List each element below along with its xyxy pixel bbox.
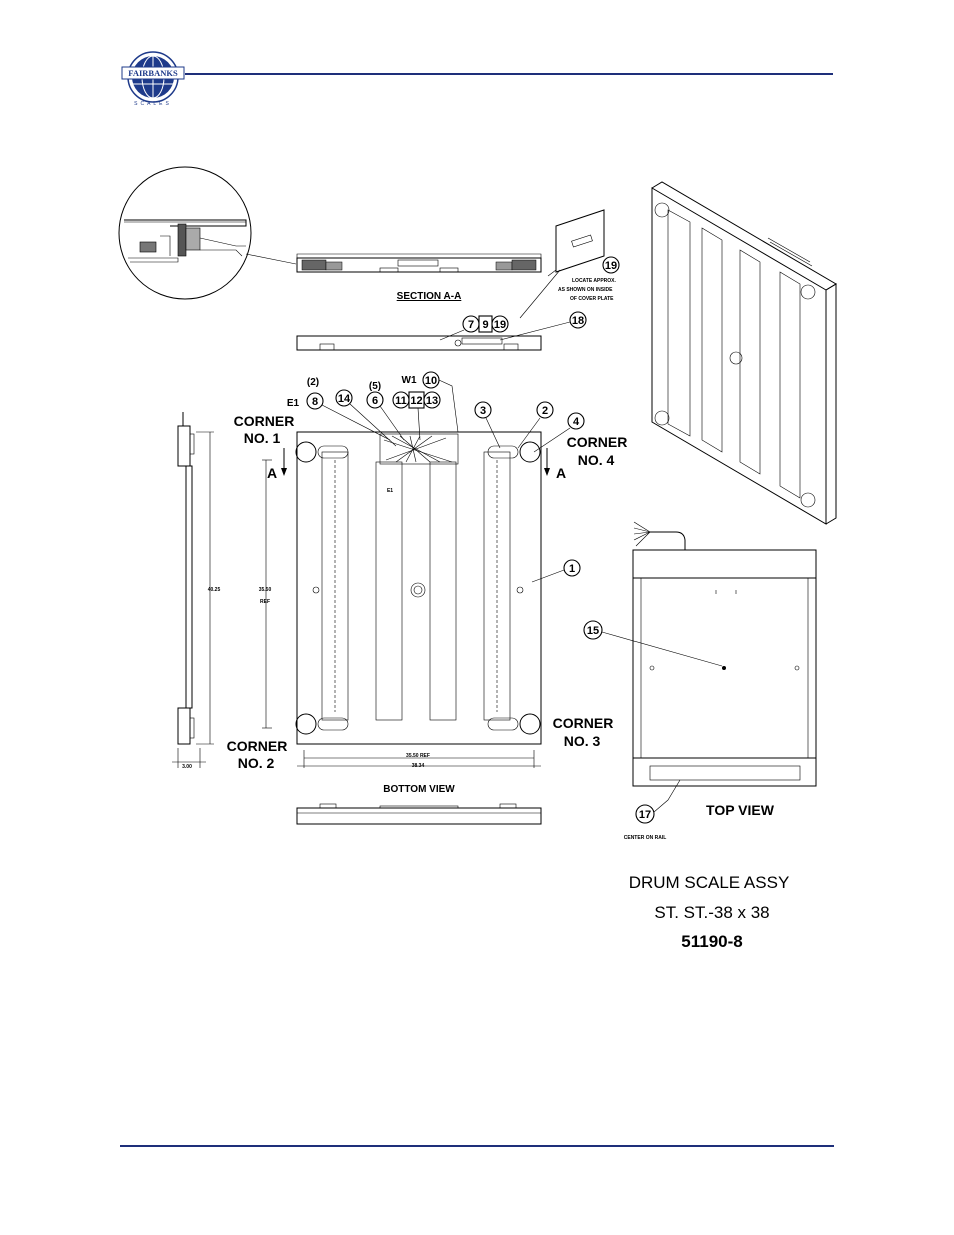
center-on-rail-note: CENTER ON RAIL [624, 835, 667, 841]
section-mark-left: A [267, 465, 277, 481]
isometric-view [651, 181, 837, 525]
logo-sub-text: SCALES [134, 101, 172, 107]
title-material: ST. ST.-38 x 38 [654, 903, 769, 922]
bubble-9: 9 [482, 319, 488, 331]
bubble-14: 14 [335, 389, 397, 447]
section-a-a-title: SECTION A-A [397, 291, 462, 302]
bottom-view-title: BOTTOM VIEW [383, 784, 455, 795]
title-assembly: DRUM SCALE ASSY [629, 873, 790, 892]
bubble-12: 12 [410, 395, 422, 407]
bubble-15: 15 [583, 620, 723, 667]
corner-4-label: CORNER [567, 434, 628, 450]
bubble-group-7-9-19: 7 9 19 [439, 315, 509, 341]
detail-magnified-circle [118, 166, 297, 300]
bubble-10: 10 [422, 371, 459, 433]
svg-text:19: 19 [605, 260, 617, 272]
svg-text:10: 10 [425, 375, 437, 387]
ref-e1: E1 [287, 398, 300, 409]
dim-ref: 35.50 [259, 587, 272, 593]
dim-ref-label: REF [260, 599, 270, 605]
qty-5: (5) [369, 381, 381, 392]
ref-w1: W1 [402, 375, 417, 386]
top-view [632, 521, 817, 787]
bubble-17: 17 [635, 779, 681, 824]
bubble-4: 4 [533, 412, 585, 453]
fairbanks-logo: FAIRBANKS SCALES [121, 51, 185, 107]
svg-text:14: 14 [338, 393, 351, 405]
svg-text:18: 18 [572, 315, 584, 327]
corner-1-label: CORNER [234, 413, 295, 429]
note-19-line2: AS SHOWN ON INSIDE [558, 287, 613, 293]
leader-19a [519, 269, 561, 319]
top-view-title: TOP VIEW [706, 802, 775, 818]
svg-text:6: 6 [372, 395, 378, 407]
bubble-2: 2 [517, 401, 554, 449]
dim-width-ref: 35.50 REF [406, 753, 430, 759]
logo-brand-text: FAIRBANKS [128, 68, 178, 78]
corner-4-number: NO. 4 [578, 452, 615, 468]
bubble-8: 8 [306, 392, 391, 441]
cover-plate-detail [547, 209, 605, 277]
note-19-line3: OF COVER PLATE [570, 296, 614, 302]
bubble-19-b: 19 [494, 319, 506, 331]
dim-side: 3.00 [182, 764, 192, 770]
title-part-number: 51190-8 [681, 932, 742, 951]
svg-text:2: 2 [542, 405, 548, 417]
corner-3-label: CORNER [553, 715, 614, 731]
svg-text:8: 8 [312, 396, 318, 408]
svg-text:17: 17 [639, 809, 651, 821]
bubble-18: 18 [499, 311, 587, 341]
bubble-13: 13 [426, 395, 438, 407]
left-side-view: 40.25 3.00 [172, 412, 220, 770]
svg-text:4: 4 [573, 416, 580, 428]
section-mark-right: A [556, 465, 566, 481]
dim-width: 38.34 [412, 763, 425, 769]
bubble-3: 3 [474, 401, 501, 449]
svg-text:15: 15 [587, 625, 599, 637]
corner-2-label: CORNER [227, 738, 288, 754]
bubble-6: 6 [366, 391, 405, 441]
bubble-11: 11 [395, 395, 407, 407]
corner-1-number: NO. 1 [244, 430, 281, 446]
bottom-view: 35.50 REF 35.50 REF 38.34 [259, 431, 550, 769]
svg-text:3: 3 [480, 405, 486, 417]
ref-e1-lower: E1 [387, 488, 393, 494]
corner-2-number: NO. 2 [238, 755, 275, 771]
side-elevation-view [296, 335, 542, 351]
bubble-group-11-12-13: 11 12 13 [392, 391, 441, 441]
bubble-7: 7 [468, 319, 474, 331]
qty-2: (2) [307, 377, 319, 388]
dim-height: 40.25 [208, 587, 221, 593]
bubble-19-top: 19 [602, 256, 620, 274]
end-elevation-view [296, 803, 542, 825]
bubble-1: 1 [531, 559, 581, 583]
note-19-line1: LOCATE APPROX. [572, 278, 617, 284]
svg-text:1: 1 [569, 563, 575, 575]
section-a-a-view: SECTION A-A [296, 253, 542, 302]
corner-3-number: NO. 3 [564, 733, 601, 749]
